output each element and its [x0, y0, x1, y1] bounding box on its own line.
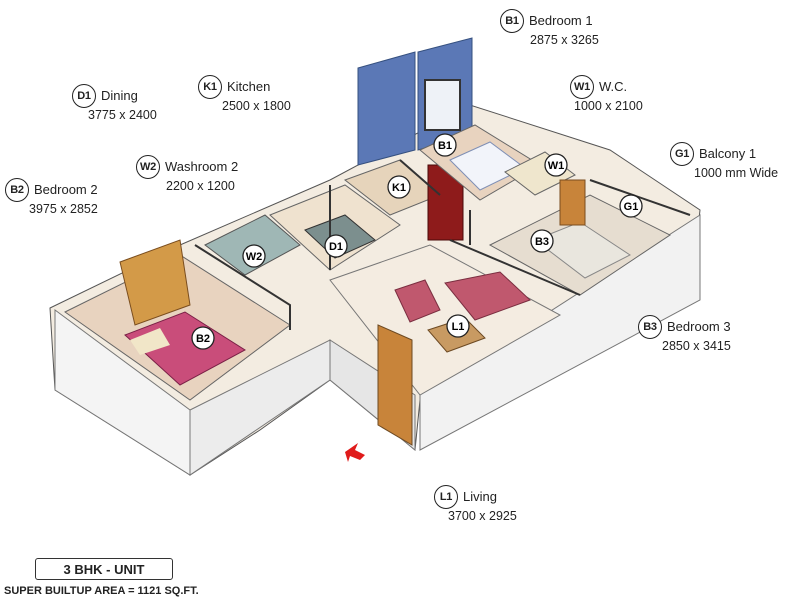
marker-g1-text: G1 — [624, 201, 639, 213]
living-sofa-right — [444, 271, 531, 321]
marker-w2-text: W2 — [246, 251, 263, 263]
label-kitchen-dims: 2500 x 1800 — [222, 99, 291, 113]
bedroom-1-window — [424, 79, 461, 131]
label-bedroom-2-name: Bedroom 2 — [34, 181, 98, 197]
label-bedroom-1-dims: 2875 x 3265 — [530, 33, 599, 47]
label-bedroom-3: B3 Bedroom 3 2850 x 3415 — [638, 315, 731, 353]
marker-d1-text: D1 — [329, 241, 343, 253]
label-kitchen-name: Kitchen — [227, 78, 271, 94]
label-bedroom-3-dims: 2850 x 3415 — [662, 339, 731, 353]
label-kitchen: K1 Kitchen 2500 x 1800 — [198, 75, 291, 113]
label-kitchen-badge: K1 — [198, 75, 222, 99]
label-living-name: Living — [463, 488, 497, 504]
label-bedroom-1-name: Bedroom 1 — [529, 12, 593, 28]
label-washroom-2-badge: W2 — [136, 155, 160, 179]
marker-b2-text: B2 — [196, 333, 210, 345]
label-balcony-1-dims: 1000 mm Wide — [694, 166, 779, 180]
marker-b3-text: B3 — [535, 236, 549, 248]
label-wc: W1 W.C. 1000 x 2100 — [570, 75, 643, 113]
label-washroom-2-name: Washroom 2 — [165, 158, 239, 174]
label-bedroom-2-dims: 3975 x 2852 — [29, 202, 98, 216]
bedroom-2-pillows — [130, 328, 170, 355]
marker-l1: L1 — [446, 314, 470, 338]
label-dining-dims: 3775 x 2400 — [88, 108, 157, 122]
label-bedroom-3-badge: B3 — [638, 315, 662, 339]
marker-d1: D1 — [324, 234, 348, 258]
room-markers: B1 W1 G1 K1 D1 W2 B2 B3 L1 — [191, 133, 643, 350]
label-bedroom-3-name: Bedroom 3 — [667, 318, 731, 334]
marker-w1-text: W1 — [548, 160, 565, 172]
marker-w2: W2 — [242, 244, 266, 268]
bedroom-1-accent-wall-left — [357, 51, 416, 166]
label-living-badge: L1 — [434, 485, 458, 509]
marker-g1: G1 — [619, 194, 643, 218]
entry-door — [377, 324, 413, 446]
label-dining: D1 Dining 3775 x 2400 — [72, 84, 157, 122]
label-bedroom-1-badge: B1 — [500, 9, 524, 33]
label-wc-badge: W1 — [570, 75, 594, 99]
label-dining-name: Dining — [101, 87, 138, 103]
label-bedroom-1: B1 Bedroom 1 2875 x 3265 — [500, 9, 599, 47]
label-dining-badge: D1 — [72, 84, 96, 108]
marker-b2: B2 — [191, 326, 215, 350]
marker-b1-text: B1 — [438, 140, 452, 152]
marker-b3: B3 — [530, 229, 554, 253]
label-wc-dims: 1000 x 2100 — [574, 99, 643, 113]
label-bedroom-2: B2 Bedroom 2 3975 x 2852 — [5, 178, 98, 216]
bedroom-3-bed — [533, 221, 631, 279]
label-washroom-2: W2 Washroom 2 2200 x 1200 — [136, 155, 238, 193]
label-living: L1 Living 3700 x 2925 — [434, 485, 517, 523]
marker-k1-text: K1 — [392, 182, 406, 194]
label-living-dims: 3700 x 2925 — [448, 509, 517, 523]
label-wc-name: W.C. — [599, 78, 628, 94]
label-balcony-1: G1 Balcony 1 1000 mm Wide — [670, 142, 778, 180]
label-balcony-1-badge: G1 — [670, 142, 694, 166]
super-builtup-area: SUPER BUILTUP AREA = 1121 SQ.FT. — [4, 585, 199, 597]
label-balcony-1-name: Balcony 1 — [699, 145, 757, 161]
label-washroom-2-dims: 2200 x 1200 — [166, 179, 235, 193]
entry-arrow-icon — [345, 443, 365, 462]
marker-k1: K1 — [387, 175, 411, 199]
unit-type-text: 3 BHK - UNIT — [63, 561, 145, 577]
marker-b1: B1 — [433, 133, 457, 157]
bedroom-2-wardrobe — [119, 239, 191, 326]
marker-l1-text: L1 — [452, 321, 465, 333]
label-bedroom-2-badge: B2 — [5, 178, 29, 202]
marker-w1: W1 — [544, 153, 568, 177]
living-sofa-left — [394, 279, 441, 323]
bedroom-3-door — [559, 179, 586, 226]
unit-type-box: 3 BHK - UNIT — [35, 558, 173, 580]
